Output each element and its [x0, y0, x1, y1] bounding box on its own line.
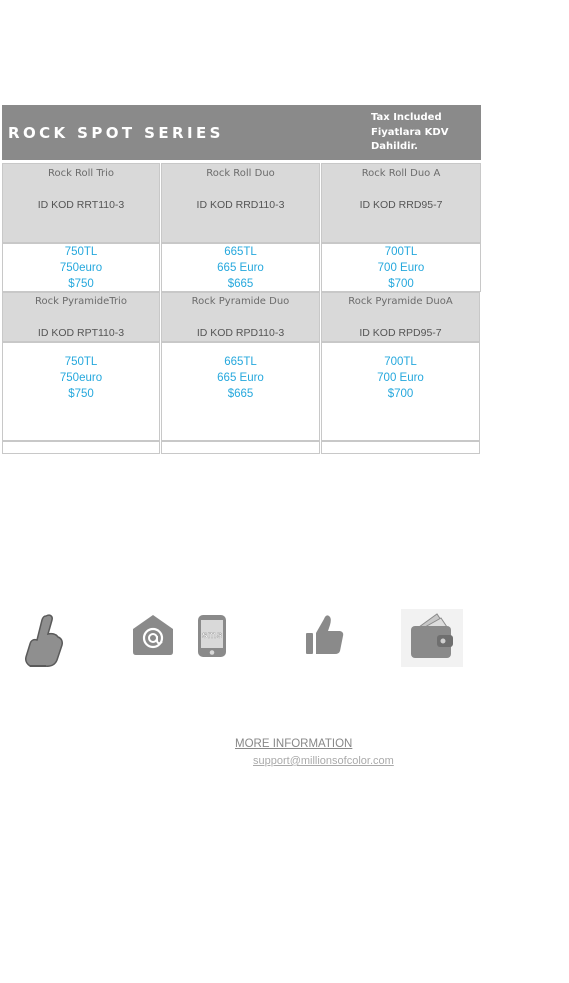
product-name: Rock Pyramide Duo — [191, 296, 290, 307]
price-cell: 750TL 750euro $750 — [2, 342, 160, 441]
email-at-icon[interactable] — [132, 614, 174, 656]
price-cell: 700TL 700 Euro $700 — [321, 342, 480, 441]
price-usd: $750 — [68, 387, 94, 400]
product-code: ID KOD RPT110-3 — [37, 327, 125, 339]
product-code: ID KOD RRT110-3 — [37, 199, 125, 211]
price-euro: 665 Euro — [217, 371, 264, 384]
price-usd: $750 — [68, 277, 94, 290]
price-tl: 750TL — [64, 246, 98, 258]
tax-line: Fiyatlara KDV — [371, 126, 449, 138]
price-euro: 700 Euro — [377, 261, 425, 274]
price-euro: 750euro — [59, 371, 103, 384]
empty-cell — [2, 441, 160, 454]
product-code: ID KOD RRD110-3 — [196, 199, 285, 211]
product-code: ID KOD RPD110-3 — [196, 327, 285, 339]
product-code: ID KOD RRD95-7 — [359, 199, 443, 211]
price-list: 700TL 700 Euro $700 — [322, 355, 479, 402]
price-list: 700TL 700 Euro $700 — [322, 245, 480, 292]
product-name: Rock Pyramide DuoA — [348, 296, 453, 307]
price-cell: 665TL 665 Euro $665 — [161, 243, 320, 292]
price-tl: 750TL — [64, 356, 98, 368]
price-cell: 750TL 750euro $750 — [2, 243, 160, 292]
price-usd: $700 — [387, 387, 414, 400]
thumbs-up-icon[interactable] — [305, 613, 345, 657]
price-euro: 750euro — [59, 261, 103, 274]
price-cell: 700TL 700 Euro $700 — [321, 243, 481, 292]
support-email-link[interactable]: support@millionsofcolor.com — [253, 755, 394, 767]
price-tl: 700TL — [384, 246, 418, 258]
price-tl: 700TL — [384, 356, 417, 368]
series-header — [2, 105, 481, 160]
tax-note: Tax Included Fiyatlara KDV Dahildir. — [371, 111, 448, 155]
product-card-rrt: Rock Roll Trio ID KOD RRT110-3 — [2, 163, 160, 243]
price-list: 665TL 665 Euro $665 — [162, 355, 319, 402]
tax-line: Dahildir. — [371, 141, 418, 152]
more-information-link[interactable]: MORE INFORMATION — [235, 738, 353, 750]
product-card-rpt: Rock PyramideTrio ID KOD RPT110-3 — [2, 292, 160, 342]
product-card-rrda: Rock Roll Duo A ID KOD RRD95-7 — [321, 163, 481, 243]
price-euro: 665 Euro — [217, 261, 264, 274]
sms-phone-icon[interactable]: sms — [196, 614, 228, 658]
price-list: 750TL 750euro $750 — [3, 245, 159, 292]
wallet-icon[interactable] — [401, 609, 463, 667]
product-card-rrd: Rock Roll Duo ID KOD RRD110-3 — [161, 163, 320, 243]
product-name: Rock PyramideTrio — [35, 296, 127, 307]
price-euro: 700 Euro — [377, 371, 424, 384]
product-name: Rock Roll Duo — [206, 168, 275, 179]
product-name: Rock Roll Trio — [47, 168, 115, 179]
price-usd: $665 — [227, 387, 254, 400]
hand-pointer-icon[interactable] — [24, 612, 68, 668]
empty-cell — [321, 441, 480, 454]
series-title: ROCK SPOT SERIES — [8, 124, 224, 142]
price-list: 750TL 750euro $750 — [3, 355, 159, 402]
product-card-rpda: Rock Pyramide DuoA ID KOD RPD95-7 — [321, 292, 480, 342]
price-usd: $665 — [227, 277, 254, 290]
price-list: 665TL 665 Euro $665 — [162, 245, 319, 292]
price-tl: 665TL — [224, 246, 257, 258]
tax-line: Tax Included — [371, 112, 442, 123]
price-usd: $700 — [388, 277, 414, 290]
product-name: Rock Roll Duo A — [361, 168, 441, 179]
empty-cell — [161, 441, 320, 454]
product-code: ID KOD RPD95-7 — [359, 327, 442, 339]
product-card-rpd: Rock Pyramide Duo ID KOD RPD110-3 — [161, 292, 320, 342]
sms-label: sms — [202, 630, 222, 641]
price-cell: 665TL 665 Euro $665 — [161, 342, 320, 441]
price-tl: 665TL — [224, 356, 257, 368]
